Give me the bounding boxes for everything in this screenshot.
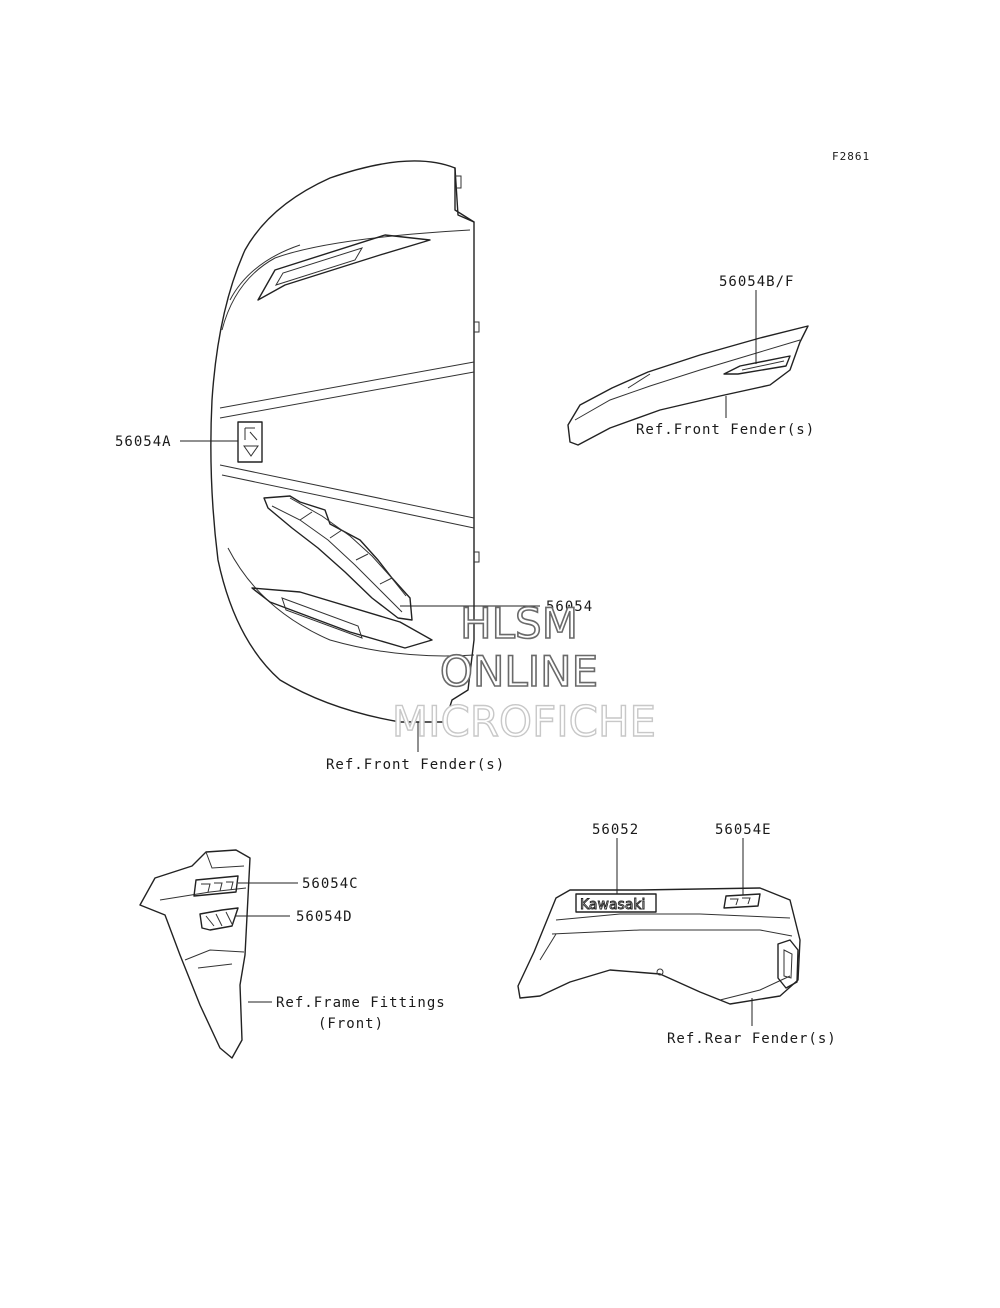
callout-56054E: 56054E — [715, 822, 772, 838]
rear-fender: Kawasaki — [517, 887, 801, 1005]
callout-56052: 56052 — [592, 822, 639, 838]
frame-fittings-front-panel — [139, 849, 251, 1059]
callout-56054BF: 56054B/F — [719, 274, 794, 290]
ref-front-fender-main: Ref.Front Fender(s) — [326, 757, 505, 773]
figure-code: F2861 — [832, 150, 870, 163]
callout-56054A: 56054A — [115, 434, 172, 450]
watermark-line2: ONLINE — [440, 647, 598, 696]
ref-frame-fittings-line2: (Front) — [318, 1016, 384, 1032]
callout-56054D: 56054D — [296, 909, 353, 925]
front-fender-side-panel — [567, 325, 809, 446]
ref-front-fender-side: Ref.Front Fender(s) — [636, 422, 815, 438]
kawasaki-decal-text: Kawasaki — [580, 897, 645, 913]
ref-frame-fittings-line1: Ref.Frame Fittings — [276, 995, 446, 1011]
callout-56054: 56054 — [546, 599, 593, 615]
callout-56054C: 56054C — [302, 876, 359, 892]
ref-rear-fender: Ref.Rear Fender(s) — [667, 1031, 837, 1047]
watermark-line3: MICROFICHE — [392, 697, 656, 746]
front-fender-main — [210, 160, 480, 723]
watermark-line1: HLSM — [460, 599, 578, 648]
